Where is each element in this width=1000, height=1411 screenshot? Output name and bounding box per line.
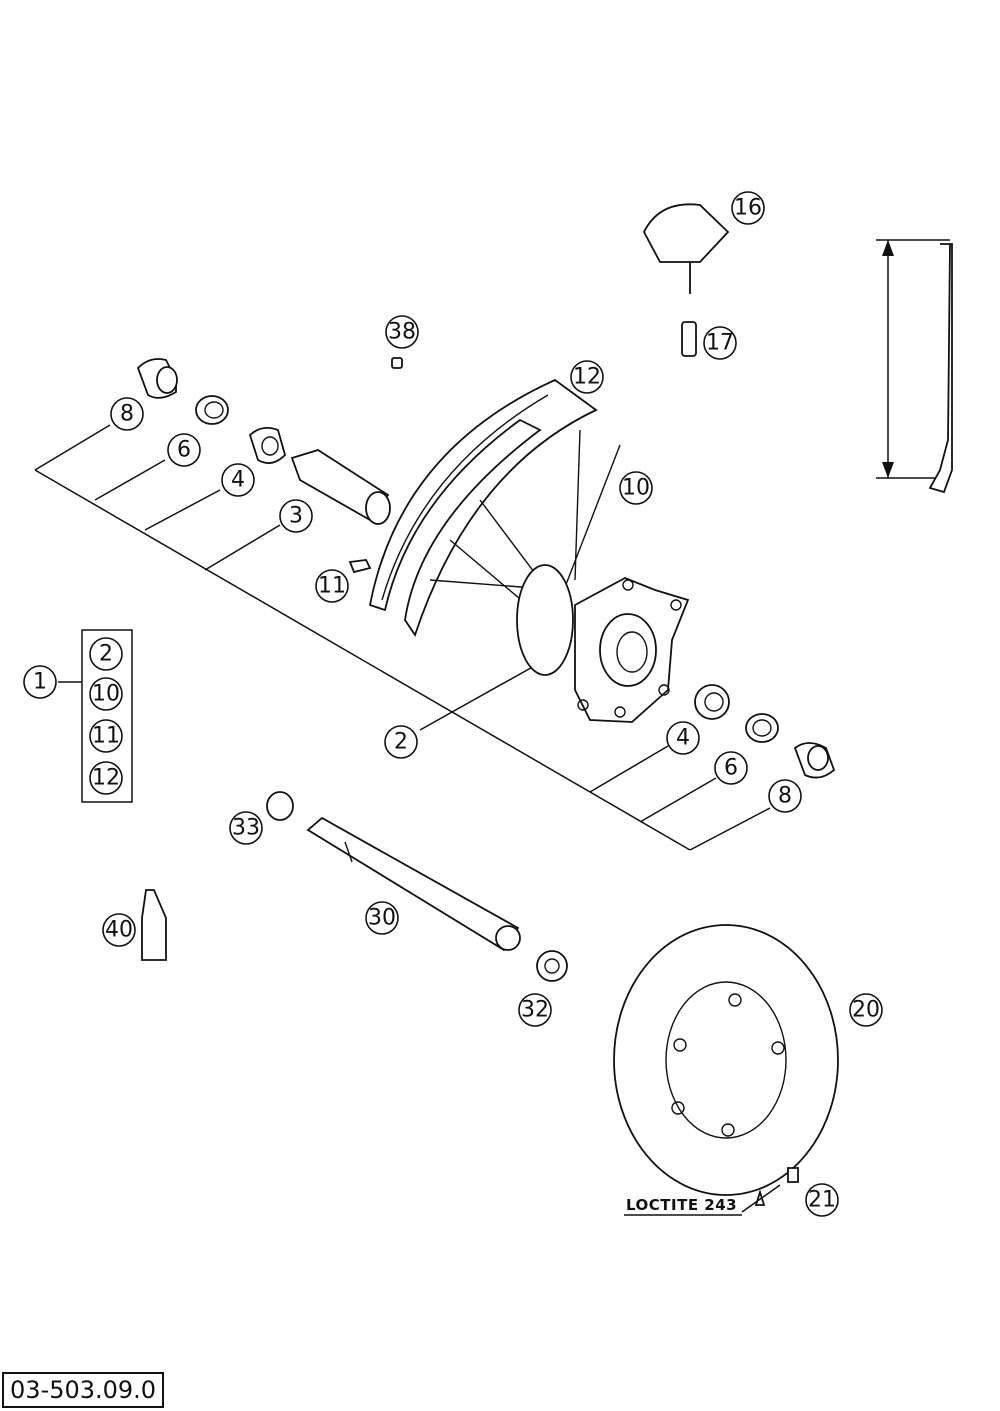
- callout-17-label: 17: [706, 331, 734, 356]
- distance-sleeve-part: [290, 449, 391, 525]
- disc-screw-part: [741, 1167, 799, 1213]
- callout-12-label: 12: [573, 365, 601, 390]
- callout-4-left: 4: [221, 463, 255, 497]
- bearing-left-part: [248, 426, 287, 464]
- spacer-left-part: [136, 358, 178, 399]
- callout-20: 20: [849, 993, 883, 1027]
- seal-right-part: [745, 713, 779, 743]
- callout-6-left: 6: [167, 433, 201, 467]
- callout-21: 21: [805, 1183, 839, 1217]
- callout-38: 38: [385, 315, 419, 349]
- assembly-axis-lines: [34, 424, 771, 851]
- callout-12-box: 12: [89, 761, 123, 795]
- callout-10-box: 10: [89, 677, 123, 711]
- callout-4-left-label: 4: [231, 468, 245, 493]
- callout-11-label: 11: [318, 574, 346, 599]
- callout-12: 12: [570, 360, 604, 394]
- rim-lock-nut-part: [681, 321, 697, 357]
- callout-4-right: 4: [666, 721, 700, 755]
- loctite-note: LOCTITE 243: [626, 1196, 738, 1214]
- nipple-part: [348, 559, 372, 574]
- callout-10-box-label: 10: [92, 682, 120, 707]
- callout-10-label: 10: [622, 476, 650, 501]
- rim-lock-part: [642, 203, 730, 294]
- callout-11-box: 11: [89, 719, 123, 753]
- hub-part: [516, 564, 690, 723]
- callout-32: 32: [518, 993, 552, 1027]
- callout-6-left-label: 6: [177, 438, 191, 463]
- callout-33-label: 33: [232, 816, 260, 841]
- callout-16-label: 16: [734, 196, 762, 221]
- callout-1-label: 1: [33, 670, 47, 695]
- callout-30: 30: [365, 901, 399, 935]
- callout-1: 1: [23, 665, 57, 699]
- bearing-right-part: [694, 684, 730, 720]
- axle-spacer-part: [266, 791, 294, 821]
- valve-cap-part: [391, 357, 403, 369]
- axle-nut-part: [536, 950, 568, 982]
- rim-part: [368, 378, 598, 638]
- axle-part: [306, 816, 521, 952]
- callout-11-box-label: 11: [92, 724, 120, 749]
- callout-40: 40: [102, 913, 136, 947]
- callout-2-label: 2: [394, 730, 408, 755]
- spoke-length-reference: [876, 239, 953, 494]
- callout-3-label: 3: [289, 504, 303, 529]
- callout-6-right-label: 6: [724, 756, 738, 781]
- loctite-bottle-part: [141, 889, 167, 961]
- callout-40-label: 40: [105, 918, 133, 943]
- callout-20-label: 20: [852, 998, 880, 1023]
- callout-2: 2: [384, 725, 418, 759]
- drawing-number: 03-503.09.0: [2, 1372, 165, 1408]
- callout-32-label: 32: [521, 998, 549, 1023]
- spacer-right-part: [793, 742, 836, 779]
- callout-16: 16: [731, 191, 765, 225]
- callout-4-right-label: 4: [676, 726, 690, 751]
- callout-6-right: 6: [714, 751, 748, 785]
- callout-2-box: 2: [89, 637, 123, 671]
- callout-11: 11: [315, 569, 349, 603]
- callout-8-right-label: 8: [778, 784, 792, 809]
- callout-30-label: 30: [368, 906, 396, 931]
- callout-12-box-label: 12: [92, 766, 120, 791]
- callout-8-left: 8: [110, 397, 144, 431]
- callout-3: 3: [279, 499, 313, 533]
- callout-8-right: 8: [768, 779, 802, 813]
- callout-17: 17: [703, 326, 737, 360]
- callout-10: 10: [619, 471, 653, 505]
- brake-disc-part: [613, 924, 839, 1196]
- seal-left-part: [195, 395, 229, 425]
- callout-2-box-label: 2: [99, 642, 113, 667]
- callout-8-left-label: 8: [120, 402, 134, 427]
- callout-21-label: 21: [808, 1188, 836, 1213]
- callout-33: 33: [229, 811, 263, 845]
- callout-38-label: 38: [388, 320, 416, 345]
